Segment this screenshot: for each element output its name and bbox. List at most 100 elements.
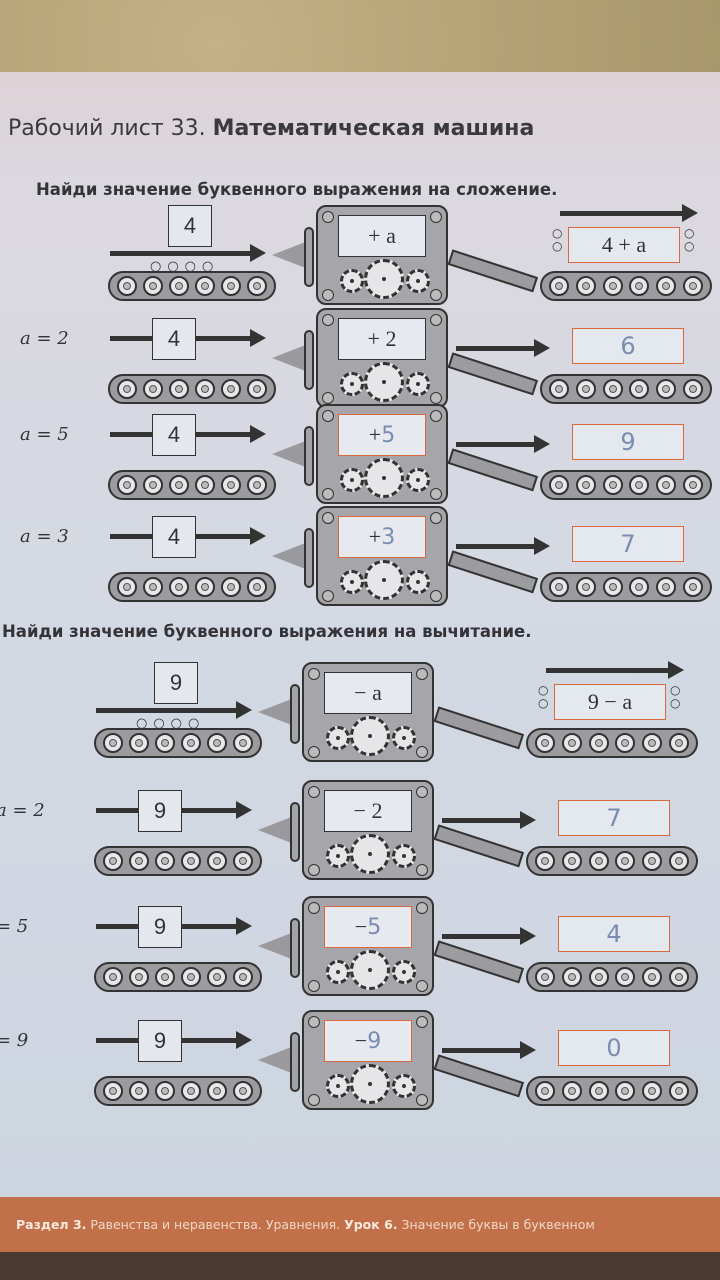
machine-funnel [272, 542, 308, 570]
input-conveyor-belt [108, 271, 276, 301]
conveyor-roller [668, 733, 689, 753]
output-chute [433, 1054, 525, 1098]
math-machine: − a [302, 662, 434, 762]
conveyor-roller [655, 577, 676, 597]
conveyor-roller [602, 379, 623, 399]
operation-printed: + 2 [367, 326, 397, 351]
operation-printed: − [354, 914, 368, 939]
output-arrow-shaft [442, 934, 522, 939]
machine-funnel [272, 241, 308, 269]
conveyor-roller [247, 379, 267, 399]
screw-icon [430, 314, 442, 326]
conveyor-roller [221, 475, 241, 495]
operation-text: + a [368, 223, 396, 248]
small-gear-icon [326, 726, 350, 750]
machine-coupling [290, 684, 300, 744]
conveyor-roller [641, 851, 662, 871]
screw-icon [430, 410, 442, 422]
small-gear-icon [340, 468, 364, 492]
result-box: 4 [558, 916, 670, 952]
operation-printed: − [354, 1028, 368, 1053]
conveyor-roller [535, 851, 556, 871]
screw-icon [430, 211, 442, 223]
large-gear-icon [364, 362, 404, 402]
conveyor-roller [668, 851, 689, 871]
screw-icon [430, 488, 442, 500]
output-arrow-shaft [456, 442, 536, 447]
conveyor-roller [655, 379, 676, 399]
conveyor-roller [682, 475, 703, 495]
conveyor-roller [129, 1081, 149, 1101]
conveyor-roller [233, 1081, 253, 1101]
conveyor-roller [117, 379, 137, 399]
input-number-box: 9 [138, 1020, 182, 1062]
conveyor-roller [549, 276, 570, 296]
screw-icon [308, 902, 320, 914]
conveyor-roller [588, 733, 609, 753]
conveyor-roller [129, 851, 149, 871]
result-box: 7 [572, 526, 684, 562]
output-arrow-shaft [456, 346, 536, 351]
operation-text: − a [354, 680, 382, 705]
conveyor-roller [615, 1081, 636, 1101]
footer-section-label: Раздел 3. [16, 1217, 87, 1232]
machine-funnel [258, 1046, 294, 1074]
machine-coupling [290, 1032, 300, 1092]
machine-operation-display: −9 [324, 1020, 412, 1062]
conveyor-roller [155, 851, 175, 871]
screw-icon [416, 746, 428, 758]
section-heading: Найди значение буквенного выражения на в… [2, 622, 532, 641]
screw-icon [322, 512, 334, 524]
conveyor-roller [117, 276, 137, 296]
small-gear-icon [406, 468, 430, 492]
input-number-box: 9 [138, 906, 182, 948]
conveyor-roller [247, 475, 267, 495]
conveyor-dots: ○○○○ [136, 716, 206, 731]
machine-coupling [304, 330, 314, 390]
screw-icon [322, 410, 334, 422]
conveyor-roller [655, 475, 676, 495]
screw-icon [416, 668, 428, 680]
math-machine: + a [316, 205, 448, 305]
variable-label: = 9 [0, 1030, 29, 1051]
operation-handwritten: 5 [367, 915, 382, 940]
conveyor-roller [117, 577, 137, 597]
conveyor-roller [668, 1081, 689, 1101]
small-gear-icon [340, 269, 364, 293]
small-gear-icon [406, 372, 430, 396]
conveyor-roller [629, 276, 650, 296]
conveyor-roller [641, 967, 662, 987]
math-machine: + 2 [316, 308, 448, 408]
output-arrow-shaft [560, 211, 684, 216]
conveyor-dots: ○○ [538, 683, 549, 710]
output-chute [447, 352, 539, 396]
small-gear-icon [326, 960, 350, 984]
output-conveyor-belt [540, 572, 712, 602]
variable-label: a = 3 [20, 526, 69, 547]
input-arrowhead [250, 244, 266, 262]
math-machine: +5 [316, 404, 448, 504]
machine-operation-display: − a [324, 672, 412, 714]
conveyor-roller [655, 276, 676, 296]
conveyor-roller [561, 1081, 582, 1101]
input-arrowhead [236, 917, 252, 935]
small-gear-icon [340, 570, 364, 594]
machine-coupling [290, 918, 300, 978]
small-gear-icon [406, 570, 430, 594]
conveyor-roller [221, 577, 241, 597]
conveyor-roller [169, 379, 189, 399]
output-chute [447, 249, 539, 293]
output-arrowhead [520, 1041, 536, 1059]
operation-handwritten: 5 [381, 423, 396, 448]
conveyor-roller [221, 276, 241, 296]
conveyor-roller [233, 733, 253, 753]
small-gear-icon [392, 1074, 416, 1098]
input-number-box: 4 [152, 516, 196, 558]
small-gear-icon [392, 960, 416, 984]
conveyor-roller [169, 276, 189, 296]
exercise-row: = 59−54 [0, 896, 720, 996]
machine-funnel [272, 344, 308, 372]
